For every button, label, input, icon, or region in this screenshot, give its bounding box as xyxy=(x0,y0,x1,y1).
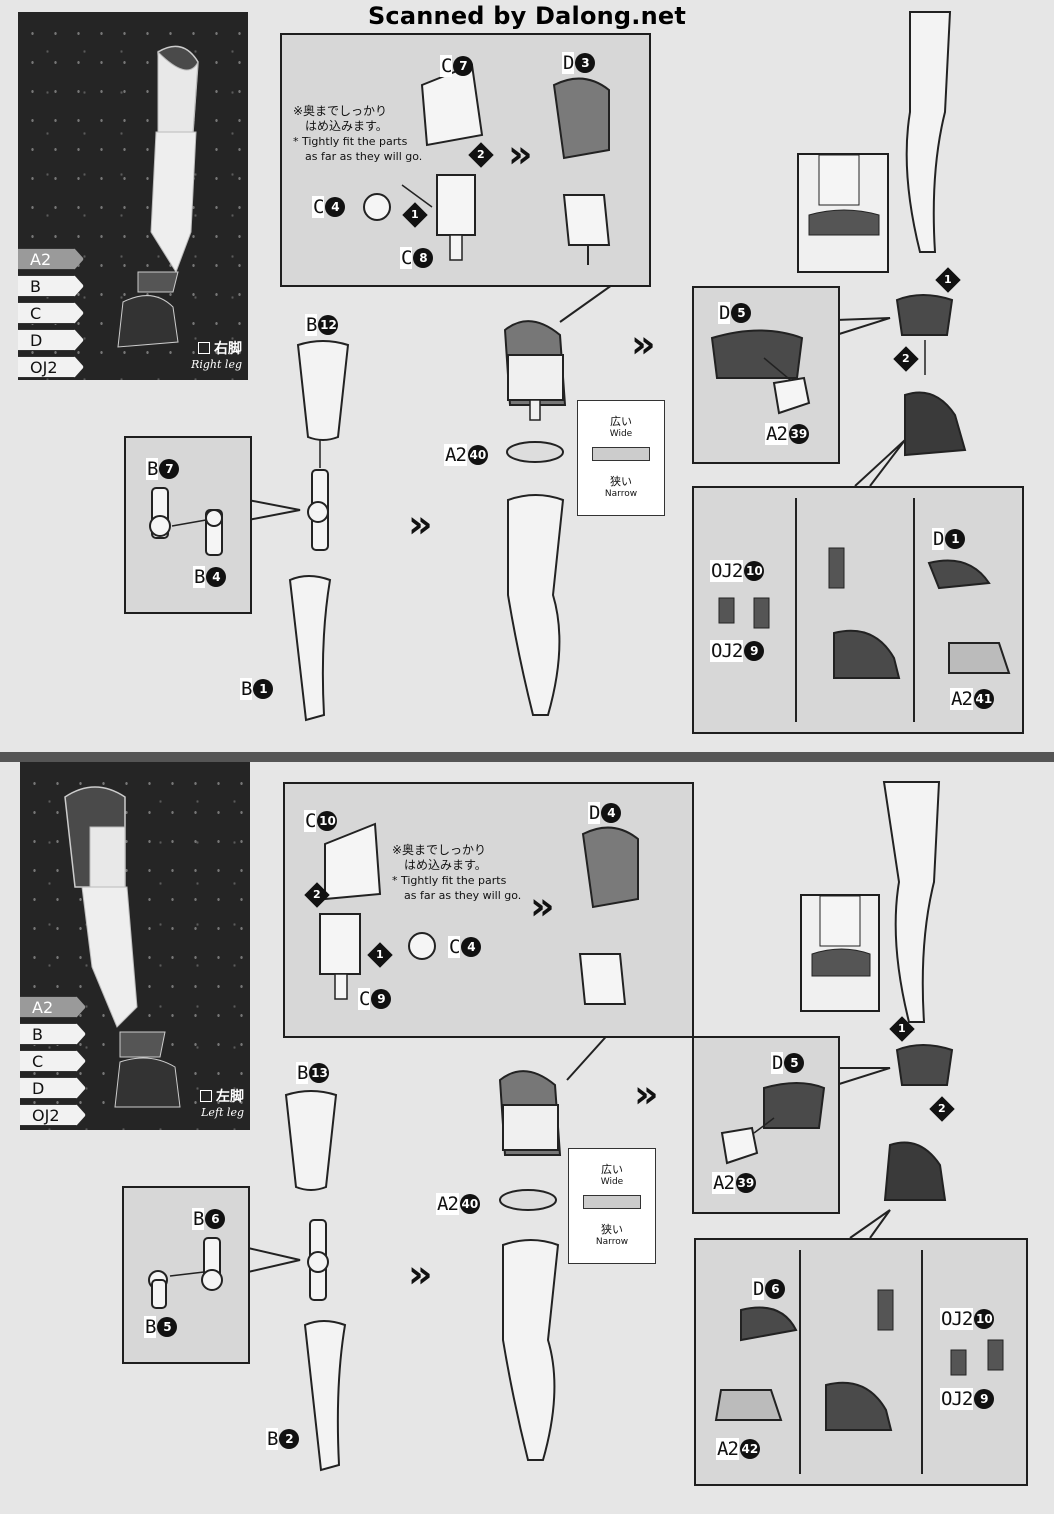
next-arrow-icon: » xyxy=(408,1252,432,1296)
tab-oj2: OJ2 xyxy=(20,1104,86,1126)
left-ankle-detail-inset xyxy=(800,894,880,1012)
tab-d: D xyxy=(20,1077,86,1099)
tab-a2: A2 xyxy=(18,248,84,270)
next-arrow-icon: » xyxy=(408,502,432,546)
right-ankle-detail-inset xyxy=(797,153,889,273)
left-leg-preview-illustration xyxy=(64,786,181,1108)
right-leg-label: 右脚 Right leg xyxy=(191,341,242,371)
tab-b: B xyxy=(18,275,84,297)
wide-narrow-legend: 広い Wide 狭い Narrow xyxy=(577,400,665,516)
left-knee-assembly-panel xyxy=(283,782,694,1038)
watermark: Scanned by Dalong.net xyxy=(367,2,687,30)
tab-c: C xyxy=(18,302,84,324)
next-arrow-icon: » xyxy=(631,322,655,366)
right-leg-preview-illustration xyxy=(117,45,199,348)
right-leg-assembly-lines xyxy=(247,11,967,722)
tab-oj2: OJ2 xyxy=(18,356,84,378)
step-2-icon: 2 xyxy=(929,1096,955,1122)
next-arrow-icon: » xyxy=(508,132,532,176)
checkbox-icon xyxy=(200,1090,212,1102)
right-hip-joint-panel xyxy=(124,436,252,614)
right-ankle-cover-panel xyxy=(692,286,840,464)
next-arrow-icon: » xyxy=(530,884,554,928)
tab-d: D xyxy=(18,329,84,351)
left-leg-label: 左脚 Left leg xyxy=(200,1089,244,1119)
left-hip-joint-panel xyxy=(122,1186,250,1364)
tab-c: C xyxy=(20,1050,86,1072)
step-1-icon: 1 xyxy=(889,1016,915,1042)
section-divider xyxy=(0,752,1054,762)
left-leg-preview-panel: A2 B C D OJ2 左脚 Left leg xyxy=(20,762,250,1130)
wide-narrow-legend: 広い Wide 狭い Narrow xyxy=(568,1148,656,1264)
right-leg-preview-panel: A2 B C D OJ2 右脚 Right leg xyxy=(18,12,248,380)
tab-b: B xyxy=(20,1023,86,1045)
tab-a2: A2 xyxy=(20,996,86,1018)
checkbox-icon xyxy=(198,342,210,354)
left-foot-assembly-panel xyxy=(694,1238,1028,1486)
next-arrow-icon: » xyxy=(634,1072,658,1116)
